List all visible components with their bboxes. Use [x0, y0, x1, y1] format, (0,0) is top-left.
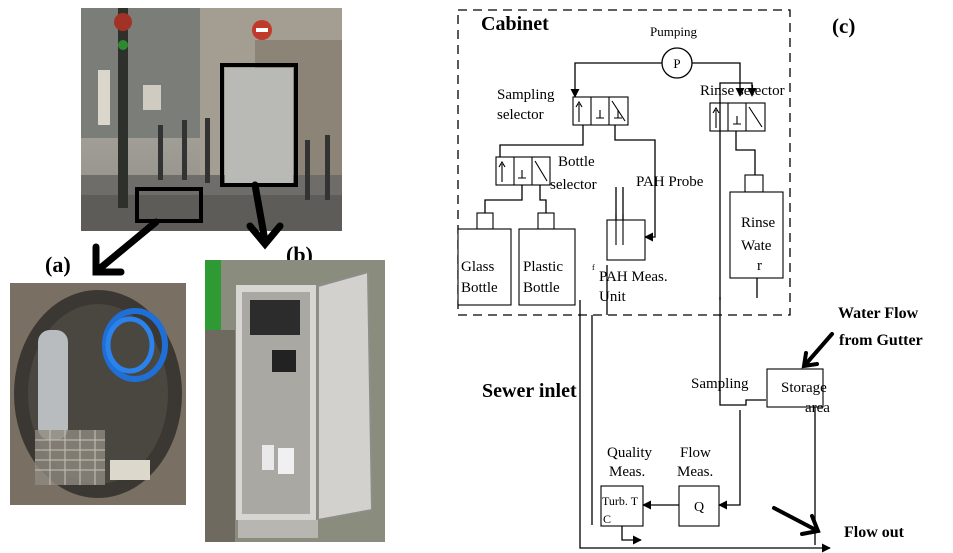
- plastic-bottle-label-1: Plastic: [523, 259, 563, 275]
- rinse-water-tank: [729, 174, 784, 279]
- cabinet-piping: [484, 125, 756, 242]
- pump-piping: [570, 62, 745, 98]
- bottle-selector-label-1: Bottle: [558, 154, 595, 170]
- plastic-bottle-label-2: Bottle: [523, 280, 560, 296]
- pah-meas-unit-box: [606, 219, 646, 261]
- cabinet-highlight-box: [220, 63, 298, 187]
- bottle-selector-valve: [495, 156, 551, 186]
- rinse-water-label-3: r: [757, 258, 762, 274]
- storage-area-label-1: Storage: [781, 380, 827, 396]
- bottle-selector-label-2: selector: [550, 177, 597, 193]
- flow-meas-label-2: Meas.: [677, 464, 713, 480]
- water-flow-label-1: Water Flow: [838, 305, 919, 322]
- sampling-selector-valve: [572, 96, 629, 126]
- flow-out-arrow: [772, 506, 821, 536]
- pah-probe-label: PAH Probe: [636, 174, 704, 190]
- rinse-selector-label: Rinse selector: [700, 83, 785, 99]
- open-cabinet-photo: [205, 260, 385, 542]
- pumping-label: Pumping: [650, 24, 697, 39]
- manhole-photo: [10, 283, 186, 505]
- flow-out-label: Flow out: [844, 524, 905, 541]
- panel-label-c: (c): [832, 14, 855, 38]
- sampling-selector-label-2: selector: [497, 107, 544, 123]
- flow-meas-label-1: Flow: [680, 445, 711, 461]
- rinse-water-label-1: Rinse: [741, 215, 776, 231]
- pah-meas-unit-label-2: Unit: [599, 289, 627, 305]
- cabinet-boundary: [457, 9, 791, 316]
- inlet-highlight-box: [135, 187, 203, 223]
- glass-bottle: [457, 212, 512, 306]
- flow-meas-symbol: Q: [694, 500, 704, 515]
- storage-area-label-2: area: [805, 400, 830, 416]
- sampling-selector-label-1: Sampling: [497, 87, 555, 103]
- pah-meas-unit-label-1: PAH Meas.: [599, 269, 668, 285]
- rinse-water-label-2: Wate: [741, 238, 772, 254]
- quality-meas-box: [600, 485, 644, 527]
- rinse-selector-valve: [709, 102, 766, 132]
- street-photo: [81, 8, 342, 231]
- storage-area-box: [766, 368, 824, 408]
- glass-bottle-label-2: Bottle: [461, 280, 498, 296]
- panel-label-a: (a): [45, 252, 71, 277]
- water-flow-arrow: [801, 332, 834, 369]
- pump-letter: P: [673, 56, 680, 71]
- turb-label-2: C: [603, 512, 611, 526]
- pah-tiny-mark: f: [592, 263, 595, 272]
- sewer-inlet-title: Sewer inlet: [482, 380, 577, 402]
- plastic-bottle: [518, 212, 576, 306]
- cabinet-title: Cabinet: [481, 13, 549, 35]
- turb-label-1: Turb. T: [602, 494, 639, 508]
- water-flow-label-2: from Gutter: [839, 332, 923, 349]
- quality-meas-label-2: Meas.: [609, 464, 645, 480]
- callout-arrows: [92, 181, 284, 276]
- glass-bottle-label-1: Glass: [461, 259, 494, 275]
- quality-meas-label-1: Quality: [607, 445, 652, 461]
